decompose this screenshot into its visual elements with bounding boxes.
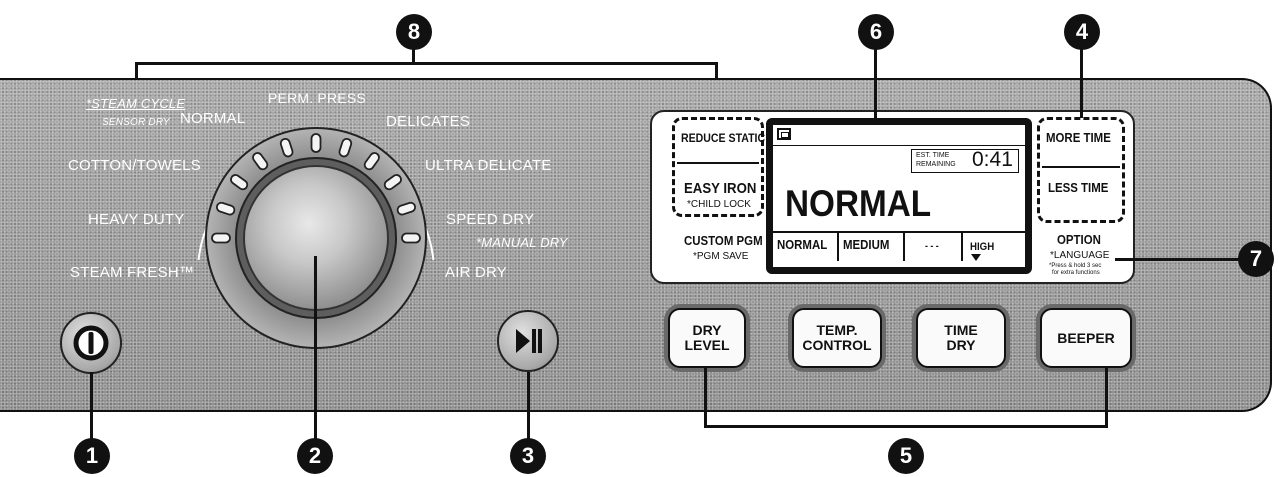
callout-5: 5 bbox=[888, 438, 924, 474]
more-time-button[interactable]: MORE TIME bbox=[1046, 130, 1111, 145]
callout-5-bracket-left bbox=[704, 368, 707, 428]
power-icon bbox=[73, 325, 109, 361]
steam-fresh-cycle-label: STEAM FRESH™ bbox=[70, 264, 195, 281]
language-label: *LANGUAGE bbox=[1050, 250, 1110, 261]
option-button[interactable]: OPTION bbox=[1057, 232, 1101, 247]
cycle-cell: NORMAL bbox=[777, 237, 828, 252]
beeper-button[interactable]: BEEPER bbox=[1040, 308, 1132, 368]
callout-8: 8 bbox=[396, 14, 432, 50]
left-options-group bbox=[672, 117, 764, 217]
perm-press-cycle-label: PERM. PRESS bbox=[268, 90, 366, 106]
lcd-bottom-rule bbox=[773, 231, 1025, 233]
lcd-cell-divider-1 bbox=[837, 231, 839, 261]
callout-7-line bbox=[1115, 258, 1241, 261]
time-adjust-group bbox=[1037, 117, 1125, 223]
lcd-top-rule bbox=[773, 145, 1025, 146]
custom-pgm-button[interactable]: CUSTOM PGM bbox=[684, 233, 763, 248]
manual-dry-label: *MANUAL DRY bbox=[476, 235, 568, 250]
hold-note-line-1: *Press & hold 3 sec bbox=[1049, 263, 1102, 269]
cycle-led-6 bbox=[310, 133, 322, 153]
start-pause-button[interactable] bbox=[497, 310, 559, 372]
left-options-divider bbox=[677, 162, 759, 164]
cycle-led-10 bbox=[396, 201, 417, 216]
callout-8-stem bbox=[412, 46, 415, 64]
temp-cell: HIGH bbox=[970, 241, 995, 253]
callout-6-line bbox=[874, 48, 877, 122]
temp-indicator-icon bbox=[971, 254, 981, 261]
lcd-display: EST. TIME REMAINING 0:41 NORMAL NORMAL M… bbox=[766, 118, 1032, 274]
pgm-save-label: *PGM SAVE bbox=[693, 251, 749, 262]
callout-6: 6 bbox=[858, 14, 894, 50]
heavy-duty-cycle-label: HEAVY DUTY bbox=[88, 211, 185, 228]
lcd-cell-divider-2 bbox=[903, 231, 905, 261]
time-remaining-box bbox=[911, 149, 1019, 173]
cycle-led-2 bbox=[215, 201, 236, 216]
air-dry-cycle-label: AIR DRY bbox=[445, 264, 507, 281]
selected-cycle-display: NORMAL bbox=[785, 183, 932, 224]
callout-8-bracket-top bbox=[135, 62, 718, 65]
cycle-led-8 bbox=[363, 152, 380, 171]
callout-4-line bbox=[1080, 48, 1083, 118]
delicates-cycle-label: DELICATES bbox=[386, 113, 471, 130]
dry-level-cell: MEDIUM bbox=[843, 237, 890, 252]
sensor-dry-label: SENSOR DRY bbox=[102, 117, 170, 128]
cycle-led-1 bbox=[211, 232, 231, 244]
hold-note-line-2: for extra functions bbox=[1052, 270, 1100, 276]
callout-5-bracket-right bbox=[1105, 368, 1108, 428]
display-status-icon bbox=[777, 128, 791, 140]
cycle-led-3 bbox=[230, 174, 249, 191]
normal-cycle-label: NORMAL bbox=[180, 110, 246, 127]
callout-2-line bbox=[314, 256, 317, 446]
callout-7: 7 bbox=[1238, 241, 1274, 277]
power-button[interactable] bbox=[60, 312, 122, 374]
callout-2: 2 bbox=[297, 438, 333, 474]
less-time-button[interactable]: LESS TIME bbox=[1048, 180, 1109, 195]
lcd-cell-divider-3 bbox=[961, 231, 963, 261]
ultra-delicate-cycle-label: ULTRA DELICATE bbox=[425, 157, 552, 174]
est-time-label: EST. TIME bbox=[916, 152, 950, 159]
callout-4: 4 bbox=[1064, 14, 1100, 50]
callout-1: 1 bbox=[74, 438, 110, 474]
cotton-towels-cycle-label: COTTON/TOWELS bbox=[68, 157, 201, 174]
callout-3: 3 bbox=[510, 438, 546, 474]
speed-dry-cycle-label: SPEED DRY bbox=[446, 211, 535, 228]
easy-iron-button[interactable]: EASY IRON bbox=[684, 180, 757, 197]
cycle-led-9 bbox=[383, 174, 402, 191]
time-dry-cell: - - - bbox=[925, 241, 939, 252]
reduce-static-button[interactable]: REDUCE STATIC bbox=[681, 131, 766, 145]
cycle-led-4 bbox=[252, 152, 269, 171]
callout-5-bracket-bottom bbox=[704, 425, 1108, 428]
cycle-led-11 bbox=[401, 232, 421, 244]
play-pause-icon bbox=[516, 329, 542, 353]
time-adjust-divider bbox=[1042, 166, 1120, 168]
child-lock-label: *CHILD LOCK bbox=[687, 199, 751, 210]
remaining-label: REMAINING bbox=[916, 161, 956, 168]
temp-control-button[interactable]: TEMP.CONTROL bbox=[792, 308, 882, 368]
time-remaining-value: 0:41 bbox=[972, 148, 1013, 171]
steam-cycle-label: *STEAM CYCLE bbox=[86, 96, 186, 111]
callout-3-line bbox=[527, 372, 530, 452]
callout-1-line bbox=[90, 372, 93, 452]
cycle-led-7 bbox=[338, 137, 353, 158]
cycle-led-5 bbox=[279, 137, 294, 158]
